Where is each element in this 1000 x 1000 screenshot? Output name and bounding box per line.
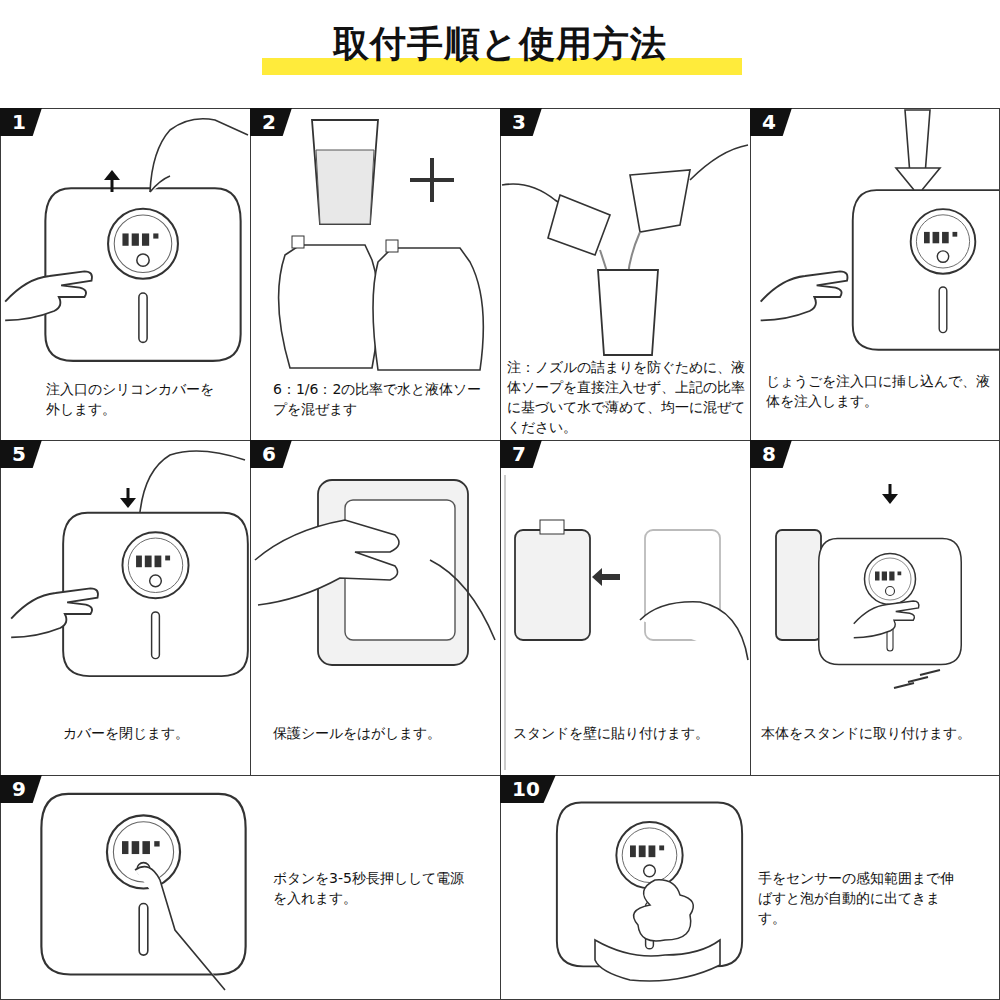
step-caption: じょうごを注入口に挿し込んで、液体を注入します。 xyxy=(766,371,996,411)
step-panel: 10 手をセンサーの感知範囲まで伸ばすと泡が自動的に出てきます。 xyxy=(500,775,1000,1000)
step-panel: 3 注：ノズルの詰まりを防ぐために、液体ソープを直接注入せず、上記の比率に基づいて… xyxy=(500,108,751,441)
step-panel: 1 注入口のシリコンカバーを外します。 xyxy=(0,108,251,441)
step-panel: 6 保護シールをはがします。 xyxy=(250,440,501,776)
step-panel: 2 6：1/6：2の比率で水と液体ソープを混ぜます xyxy=(250,108,501,441)
step-caption: 6：1/6：2の比率で水と液体ソープを混ぜます xyxy=(273,379,485,419)
step-caption: 注入口のシリコンカバーを外します。 xyxy=(46,379,224,419)
step-number: 9 xyxy=(0,775,42,803)
step-caption: スタンドを壁に貼り付けます。 xyxy=(513,723,745,743)
step-caption: 手をセンサーの感知範囲まで伸ばすと泡が自動的に出てきます。 xyxy=(758,868,958,928)
step-caption: ボタンを3-5秒長押しして電源を入れます。 xyxy=(273,868,473,908)
step-panel: 7 スタンドを壁に貼り付けます。 xyxy=(500,440,751,776)
step-number: 2 xyxy=(250,108,292,136)
step-panel: 9 ボタンを3-5秒長押しして電源を入れます。 xyxy=(0,775,501,1000)
step-number: 8 xyxy=(750,440,792,468)
step-number: 5 xyxy=(0,440,42,468)
step-number: 3 xyxy=(500,108,542,136)
step-number: 1 xyxy=(0,108,42,136)
step-caption: 注：ノズルの詰まりを防ぐために、液体ソープを直接注入せず、上記の比率に基づいて水… xyxy=(507,357,747,437)
step-number: 6 xyxy=(250,440,292,468)
page-title: 取付手順と使用方法 xyxy=(0,20,1000,69)
step-panel: 5 カバーを閉じます。 xyxy=(0,440,251,776)
step-number: 7 xyxy=(500,440,542,468)
step-caption: 保護シールをはがします。 xyxy=(273,723,493,743)
step-panel: 4 じょうごを注入口に挿し込んで、液体を注入します。 xyxy=(750,108,1000,441)
step-panel: 8 本体をスタンドに取り付けます。 xyxy=(750,440,1000,776)
step-number: 10 xyxy=(500,775,556,803)
step-caption: カバーを閉じます。 xyxy=(63,723,243,743)
step-caption: 本体をスタンドに取り付けます。 xyxy=(761,723,994,743)
step-number: 4 xyxy=(750,108,792,136)
